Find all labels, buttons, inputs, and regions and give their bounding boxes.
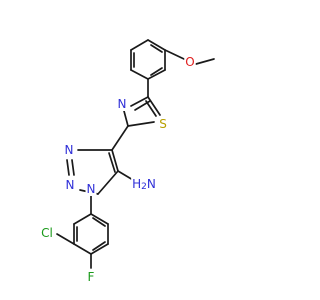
atom-label-background (63, 143, 75, 157)
atom-label-background (184, 55, 196, 69)
atom-cl: Cl (41, 226, 53, 240)
atom-s-thiazole: S (159, 117, 167, 131)
bond (90, 243, 109, 255)
bond (164, 49, 185, 60)
bond (145, 100, 157, 117)
atom-label-background (86, 270, 96, 284)
atom-n-thiazole: N (118, 97, 127, 111)
bond (130, 96, 149, 107)
bond (66, 159, 70, 176)
bond (73, 243, 92, 255)
atom-f: F (88, 270, 95, 284)
bond (56, 233, 75, 245)
bond-lines (56, 39, 215, 269)
atom-n-triazole-3: N (87, 182, 96, 196)
bond (92, 217, 106, 227)
atom-label-background (40, 226, 54, 240)
atom-label-background (64, 178, 76, 192)
bond (90, 213, 109, 225)
bond (147, 39, 166, 51)
bond (150, 44, 163, 53)
bond (147, 96, 161, 116)
atom-n-triazole-1: N (65, 143, 74, 157)
bond (108, 152, 116, 173)
bond (150, 67, 163, 76)
bond (71, 159, 75, 176)
bond (111, 149, 119, 172)
bond (97, 170, 119, 195)
bond (73, 213, 92, 225)
atom-label-background (85, 182, 97, 196)
bond (195, 58, 215, 65)
atom-nh2: H2N (132, 177, 156, 192)
bond (117, 170, 134, 181)
bond (127, 121, 155, 127)
bond (92, 241, 106, 251)
molecule-structure: N N N N S O H2N Cl F (40, 39, 215, 284)
bond (130, 39, 149, 51)
bond (130, 69, 149, 80)
atom-label-background (131, 177, 157, 192)
atom-o-methoxy: O (185, 55, 194, 69)
atom-n-triazole-2: N (66, 178, 75, 192)
bond (147, 69, 166, 80)
atom-label-background (116, 97, 128, 111)
atom-labels: N N N N S O H2N Cl F (40, 55, 196, 284)
atom-label-background (158, 117, 168, 131)
bond (111, 125, 129, 151)
bond (123, 110, 129, 127)
